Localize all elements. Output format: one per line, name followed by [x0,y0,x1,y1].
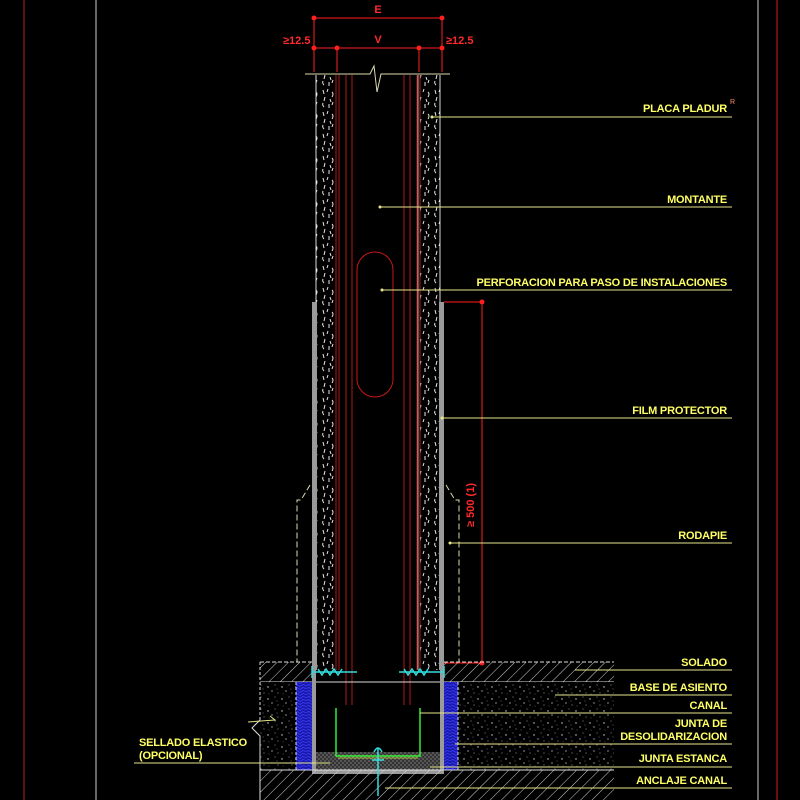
label-canal: CANAL [690,700,728,712]
labels: PLACA PLADUR R MONTANTE PERFORACION PARA… [139,99,735,787]
label-montante: MONTANTE [667,194,727,206]
label-junta-de: JUNTA DE [675,718,727,730]
label-film-protector: FILM PROTECTOR [632,405,727,417]
leader-lines [134,115,732,789]
label-junta-estanca: JUNTA ESTANCA [639,753,728,765]
dim-v: V [374,34,382,46]
label-opcional: (OPCIONAL) [139,750,203,762]
top-dimensions: E V ≥12.5 ≥12.5 [283,4,473,72]
screw-right [399,666,445,678]
film-height-dimension: ≥ 500 (1) [444,299,485,666]
label-registered-mark: R [730,99,735,106]
screw-left [311,666,357,678]
dim-left-board: ≥12.5 [283,35,310,47]
break-line [305,64,450,93]
wall-section [296,75,460,705]
label-solado: SOLADO [681,657,728,669]
label-perforacion: PERFORACION PARA PASO DE INSTALACIONES [476,277,727,289]
label-base-asiento: BASE DE ASIENTO [630,682,728,694]
label-sellado-elastico: SELLADO ELASTICO [139,737,248,749]
anchor-bolt [372,747,384,796]
dim-film-height: ≥ 500 (1) [465,483,477,527]
frame-lines [23,0,778,800]
dim-right-board: ≥12.5 [446,35,473,47]
label-placa-pladur: PLACA PLADUR [643,103,727,115]
label-desolidarizacion: DESOLIDARIZACION [620,731,727,743]
label-anclaje-canal: ANCLAJE CANAL [636,775,727,787]
floor-section [251,661,614,800]
perforation-slot [356,251,394,398]
dim-e: E [374,4,381,16]
label-rodapie: RODAPIE [678,530,727,542]
